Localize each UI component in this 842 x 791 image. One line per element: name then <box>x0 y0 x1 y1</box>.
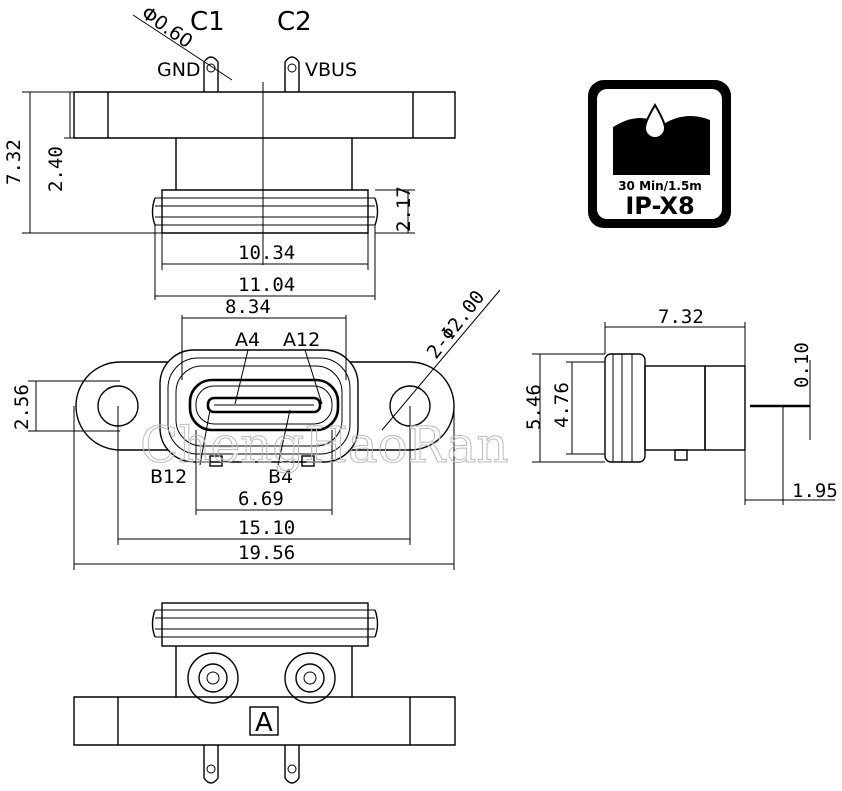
pin-label-b4: B4 <box>268 466 293 488</box>
outer-height-dim: 5.46 <box>523 384 545 430</box>
ip-depth-text: 30 Min/1.5m <box>618 179 702 193</box>
gnd-label: GND <box>157 59 201 81</box>
inner-width-dim: 6.69 <box>238 488 284 510</box>
ring-height-dim: 2.17 <box>393 186 415 232</box>
flange-height-dim: 2.40 <box>45 146 67 192</box>
pin-diameter-dim: Φ0.60 <box>137 2 197 53</box>
watermark: ChengHaoRan <box>140 416 509 474</box>
water-drop-icon <box>643 103 667 139</box>
pin-label-b12: B12 <box>150 466 187 488</box>
slot-width-dim: 8.34 <box>225 296 271 318</box>
side-view: 7.32 5.46 4.76 0.10 1.95 <box>523 306 838 505</box>
pin-label-a12: A12 <box>283 329 320 351</box>
hole-pitch-dim: 15.10 <box>238 517 295 539</box>
ring-width-dim: 10.34 <box>238 242 295 264</box>
ip-badge: 30 Min/1.5m IP-X8 <box>588 80 731 228</box>
pin-label-c1: C1 <box>190 7 225 37</box>
front-view: 8.34 2-Φ2.00 A4 A12 B12 B4 2.56 6.69 15.… <box>11 286 509 570</box>
front-flange-height-dim: 2.56 <box>11 384 33 430</box>
plate-thickness-dim: 0.10 <box>791 342 813 388</box>
top-view: C1 C2 Φ0.60 GND VBUS 7.32 2.40 2.17 10.3… <box>3 2 456 300</box>
overall-width-dim: 19.56 <box>238 542 295 564</box>
tail-length-dim: 1.95 <box>792 480 838 502</box>
pin-label-a4: A4 <box>235 329 260 351</box>
body-width-dim: 11.04 <box>238 274 295 296</box>
pin-label-c2: C2 <box>277 7 312 37</box>
inner-height-dim: 4.76 <box>551 382 573 428</box>
ip-rating-text: IP-X8 <box>625 192 694 220</box>
orientation-marker: A <box>255 708 273 738</box>
total-height-dim: 7.32 <box>3 139 25 185</box>
vbus-label: VBUS <box>305 59 357 81</box>
bottom-view: A <box>73 602 456 784</box>
hole-diameter-dim: 2-Φ2.00 <box>423 286 490 363</box>
side-length-dim: 7.32 <box>658 306 704 328</box>
